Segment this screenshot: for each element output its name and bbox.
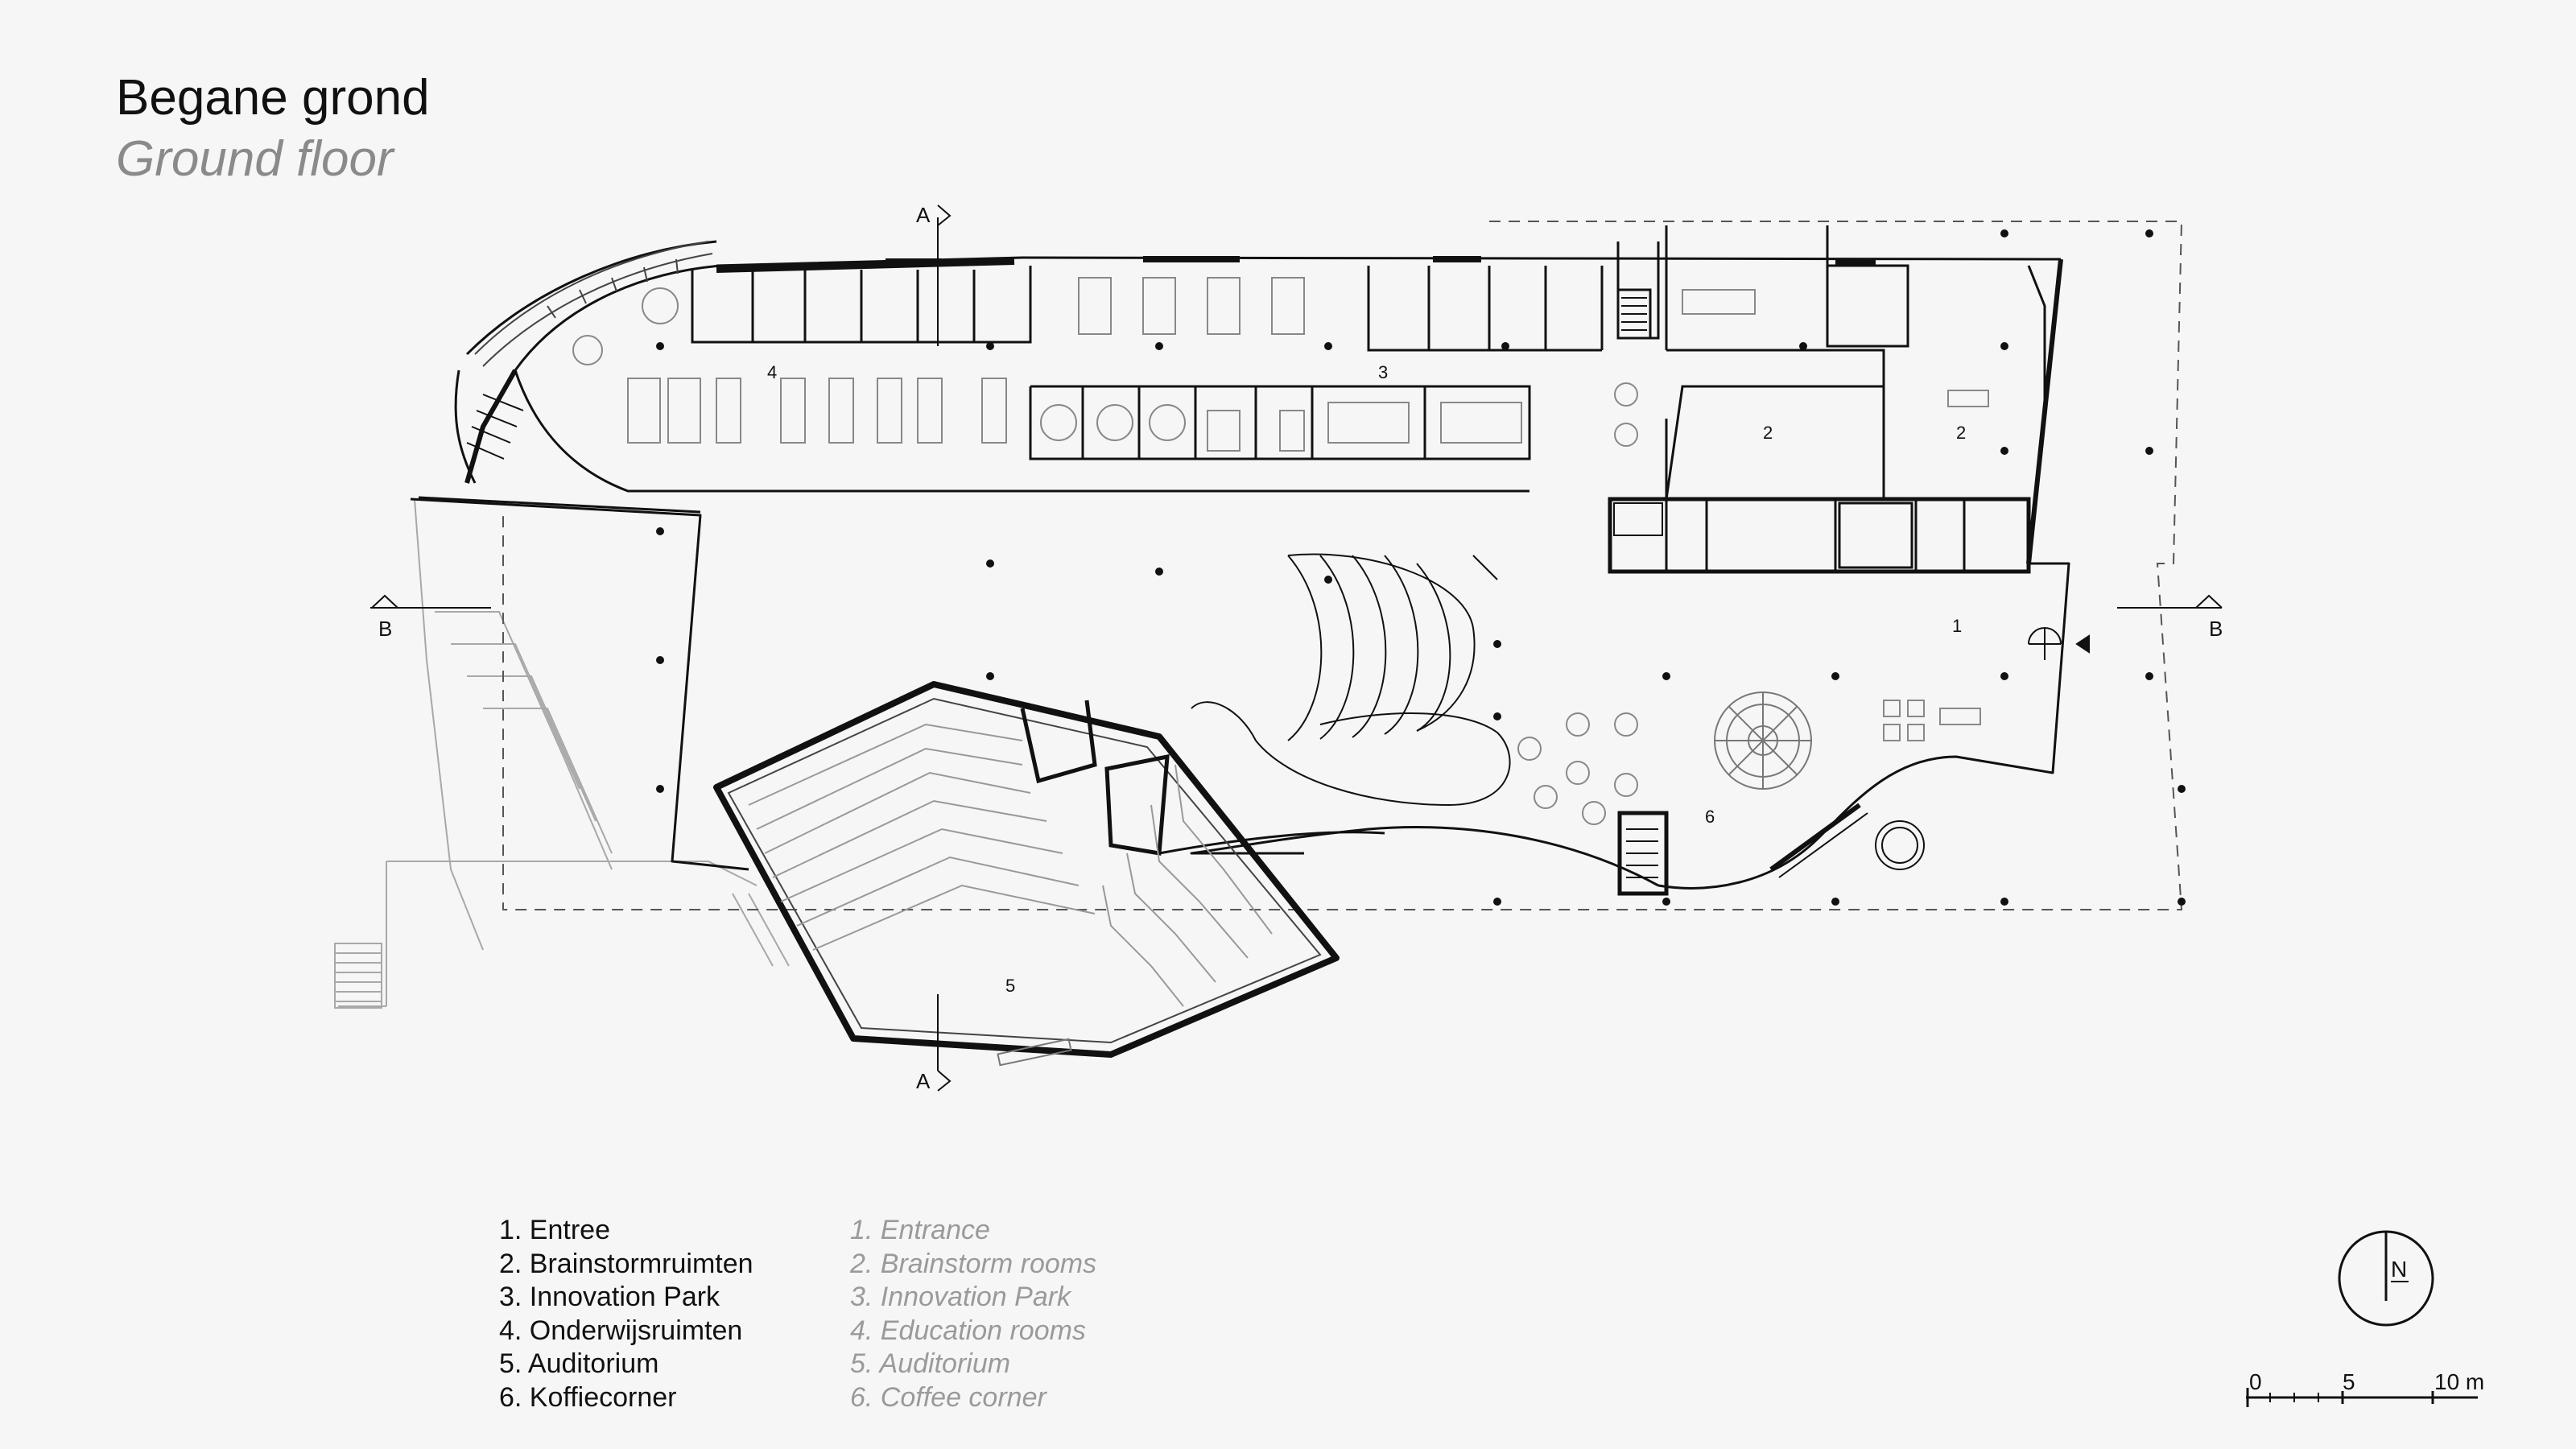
title-dutch: Begane grond: [116, 70, 430, 126]
north-arrow-label: N: [2391, 1257, 2407, 1282]
legend-item-nl-1: 1. Entree: [499, 1215, 610, 1245]
room-label-3: 3: [1378, 362, 1388, 382]
legend-item-nl-2: 2. Brainstormruimten: [499, 1248, 753, 1279]
legend-dutch: 1. Entree 2. Brainstormruimten 3. Innova…: [499, 1214, 753, 1414]
entrance-door-icon: [2028, 627, 2090, 660]
legend-item-en-2: 2. Brainstorm rooms: [850, 1248, 1097, 1279]
legend-english: 1. Entrance 2. Brainstorm rooms 3. Innov…: [850, 1214, 1096, 1414]
stairs: [466, 288, 1868, 896]
furniture: [572, 277, 1989, 825]
legend-item-en-3: 3. Innovation Park: [850, 1282, 1071, 1312]
legend-item-en-4: 4. Education rooms: [850, 1315, 1086, 1346]
scale-bar: 0 5 10 m: [2246, 1369, 2484, 1407]
room-label-4: 4: [767, 362, 777, 382]
scale-label-10: 10 m: [2434, 1369, 2484, 1394]
section-label-a-top: A: [916, 203, 931, 227]
room-label-1: 1: [1952, 616, 1962, 636]
legend-item-nl-4: 4. Onderwijsruimten: [499, 1315, 743, 1346]
room-label-6: 6: [1705, 807, 1715, 827]
scale-label-0: 0: [2249, 1369, 2262, 1394]
room-label-5: 5: [1005, 976, 1015, 996]
curved-window-bank: [474, 241, 713, 367]
scale-label-5: 5: [2343, 1369, 2355, 1394]
site-terrain-lines: [338, 498, 790, 1007]
north-arrow: N: [2338, 1230, 2434, 1327]
section-marker-a-bottom: A: [916, 994, 952, 1093]
section-label-a-bottom: A: [916, 1069, 931, 1093]
section-marker-b-right: B: [2117, 594, 2223, 641]
outdoor-steps: [334, 943, 382, 1009]
room-label-2a: 2: [1763, 423, 1773, 443]
coffee-round-table: [1714, 691, 1812, 790]
grandstand: [1287, 553, 1498, 741]
title-block: Begane grond Ground floor: [116, 68, 430, 190]
columns: [656, 229, 2186, 906]
section-label-b-right: B: [2209, 617, 2223, 641]
auditorium: [713, 681, 1340, 1067]
legend-item-nl-6: 6. Koffiecorner: [499, 1381, 677, 1413]
section-marker-b-left: B: [370, 594, 491, 641]
legend-item-nl-5: 5. Auditorium: [499, 1348, 659, 1379]
legend-item-en-6: 6. Coffee corner: [850, 1381, 1046, 1413]
title-english: Ground floor: [116, 131, 394, 187]
curved-wall-south: [1191, 701, 1926, 870]
legend-item-en-5: 5. Auditorium: [850, 1348, 1011, 1379]
section-label-b-left: B: [378, 617, 392, 641]
section-marker-a-top: A: [916, 203, 952, 346]
legend-item-en-1: 1. Entrance: [850, 1215, 990, 1245]
canopy-outline: [502, 221, 2183, 910]
room-label-2b: 2: [1956, 423, 1966, 443]
legend-item-nl-3: 3. Innovation Park: [499, 1282, 720, 1312]
service-core: [1608, 497, 2031, 574]
